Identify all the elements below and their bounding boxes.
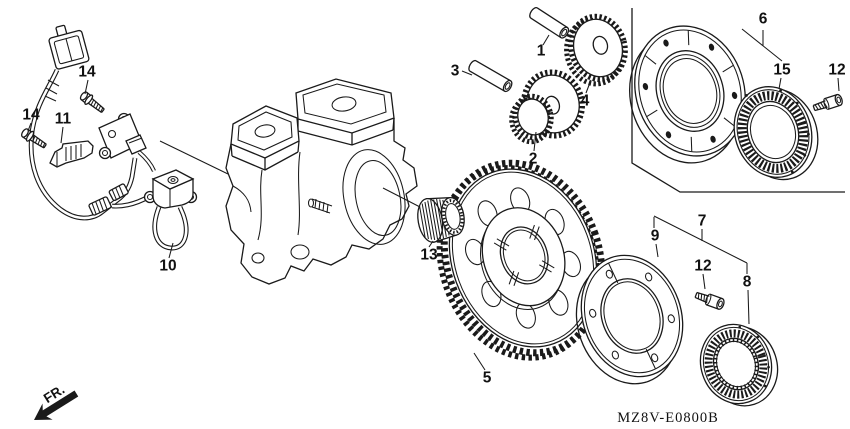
callout-12-lower: 12	[694, 258, 711, 275]
callout-5: 5	[483, 370, 492, 387]
engine-block-drawing	[225, 78, 418, 285]
clutch-outer-flange-drawing	[628, 25, 746, 164]
callout-7: 7	[698, 213, 707, 230]
needle-bearing-drawing	[417, 196, 465, 243]
engine-fitting-drawing	[307, 198, 333, 214]
callout-3: 3	[451, 63, 460, 80]
group-boundary-lines	[631, 8, 845, 193]
bolt-14-upper	[77, 89, 108, 116]
starter-reduction-gear-drawing	[564, 13, 628, 87]
wire-wrap-clamp	[88, 196, 112, 216]
wire-grommet-drawing	[49, 140, 94, 168]
shaft-pin-1-drawing	[529, 7, 570, 39]
callout-2: 2	[529, 151, 538, 168]
mount-leader-line	[159, 140, 229, 175]
callout-11: 11	[55, 111, 72, 128]
wire-wrap-clamp	[108, 183, 129, 201]
wire-connector-drawing	[48, 24, 90, 70]
callout-8: 8	[743, 274, 752, 291]
bolt-12-upper	[811, 93, 845, 114]
callout-9: 9	[651, 228, 660, 245]
wire-tape-wrap	[44, 79, 60, 102]
bolt-12-lower	[693, 289, 727, 311]
shaft-pin-3-drawing	[468, 59, 513, 93]
callout-4: 4	[581, 93, 590, 110]
callout-14-lower: 14	[22, 107, 40, 124]
callout-10: 10	[159, 258, 176, 275]
pulse-generator-wire-drawing	[28, 69, 189, 251]
callout-14-upper: 14	[78, 64, 96, 81]
front-direction-arrow: FR.	[34, 382, 79, 420]
callout-12-upper: 12	[828, 62, 845, 79]
pulse-sensor-drawing	[143, 169, 198, 209]
one-way-clutch-15-drawing	[733, 86, 819, 181]
starter-idle-gear-drawing	[509, 69, 585, 145]
one-way-clutch-8-drawing	[699, 323, 779, 407]
callout-leader-lines	[27, 28, 840, 371]
callout-1: 1	[537, 43, 546, 60]
callout-15: 15	[773, 62, 791, 79]
callout-13: 13	[420, 247, 438, 264]
sensor-bracket-drawing	[98, 112, 147, 160]
clutch-side-plate-drawing	[575, 254, 684, 385]
starter-driven-gear-drawing	[436, 159, 606, 361]
drawing-code: MZ8V-E0800B	[617, 410, 719, 426]
callout-6: 6	[759, 11, 768, 28]
